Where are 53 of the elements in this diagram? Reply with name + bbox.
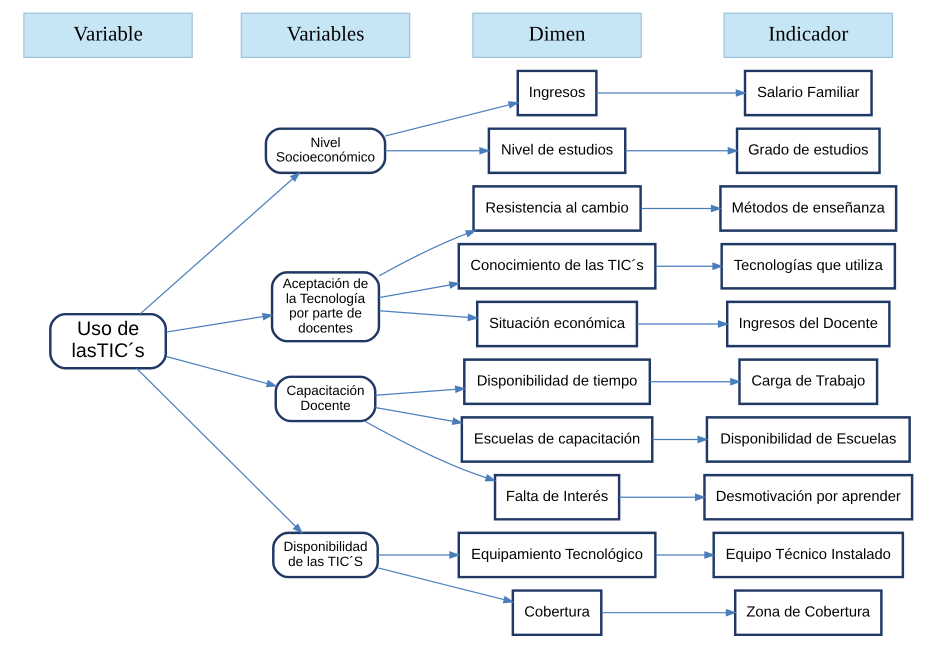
node-box: Aceptación de la Tecnología por parte de docentes: [270, 271, 380, 342]
label: Indicador: [768, 21, 848, 46]
arrow: [384, 101, 520, 137]
node-box: Nivel de estudios: [488, 127, 626, 174]
arrow: [650, 378, 742, 386]
arrow: [364, 420, 496, 482]
node-box: Conocimiento de las TIC´s: [458, 242, 657, 290]
arrow: [378, 230, 477, 276]
arrow: [375, 385, 466, 396]
arrow: [378, 567, 514, 604]
node-box: Cobertura: [512, 589, 603, 636]
node-box: Desmotivación por aprender: [703, 474, 914, 521]
node-box: Zona de Cobertura: [734, 589, 883, 636]
arrow: [652, 436, 709, 444]
node-box: Nivel Socioeconómico: [264, 127, 386, 174]
arrow: [136, 368, 304, 534]
node-box: Carga de Trabajo: [738, 358, 878, 406]
node-box: Resistencia al cambio: [472, 185, 642, 232]
arrow: [378, 551, 460, 559]
node-box: Ingresos: [516, 70, 598, 116]
arrow: [140, 172, 301, 314]
node-box: Equipamiento Tecnológico: [458, 532, 657, 578]
label: Variables: [286, 21, 364, 46]
node-box: Capacitación Docente: [274, 376, 376, 422]
node-box: Disponibilidad de Escuelas: [706, 416, 911, 463]
arrow: [379, 281, 460, 298]
node-box: Ingresos del Docente: [726, 300, 891, 348]
label: Dimen: [528, 21, 586, 46]
arrow: [656, 551, 716, 559]
arrow: [602, 608, 737, 617]
node-box: Equipo Técnico Instalado: [712, 532, 904, 578]
arrow: [656, 262, 724, 270]
node-box: Grado de estudios: [736, 127, 881, 174]
node-box: Tecnologías que utiliza: [720, 242, 896, 290]
node-box: Disponibilidad de las TIC´S: [272, 532, 379, 578]
node-box: Falta de Interés: [494, 474, 620, 521]
node-box: Situación económica: [476, 300, 638, 348]
arrow: [637, 320, 729, 328]
node-box: Salario Familiar: [744, 70, 873, 116]
arrow: [596, 89, 747, 97]
arrow: [640, 204, 722, 212]
node-box: Métodos de enseñanza: [719, 185, 898, 232]
node-box: Disponibilidad de tiempo: [463, 358, 652, 406]
node-box: Escuelas de capacitación: [460, 416, 654, 463]
node-box: Uso de lasTIC´s: [49, 312, 168, 370]
arrow: [166, 312, 274, 333]
label: Variable: [73, 21, 143, 46]
arrow: [166, 356, 278, 388]
arrow: [385, 146, 490, 155]
arrow: [625, 146, 739, 155]
arrow: [379, 310, 479, 322]
arrow: [375, 406, 464, 425]
arrow: [619, 493, 706, 502]
